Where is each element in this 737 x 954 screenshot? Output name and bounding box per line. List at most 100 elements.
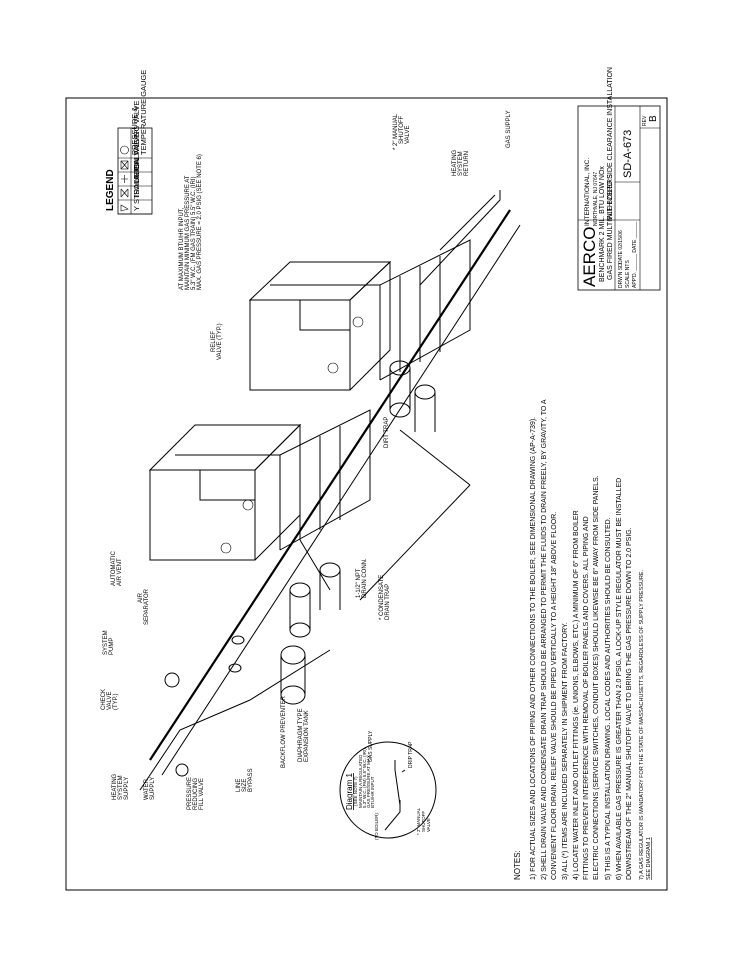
backflow-label: BACKFLOW PREVENTER [281, 695, 287, 768]
air-separator-label: AIR SEPARATOR [138, 588, 150, 625]
svg-text:DRW'N SD: DRW'N SD [618, 263, 624, 288]
svg-text:5.3" W.C. (FM) 5.5" W.C. (IRI): 5.3" W.C. (FM) 5.5" W.C. (IRI) [362, 748, 367, 808]
svg-text:2) SHELL DRAIN VALVE AND CONDE: 2) SHELL DRAIN VALVE AND CONDENSATE DRAI… [541, 399, 548, 880]
svg-text:6) WHEN AVAILABLE GAS PRESSURE: 6) WHEN AVAILABLE GAS PRESSURE IS GREATE… [616, 478, 623, 880]
svg-text:MAINTAIN A REGULATED: MAINTAIN A REGULATED [358, 754, 363, 808]
svg-text:(TYP.): (TYP.) [113, 693, 119, 710]
svg-text:LINE: LINE [236, 779, 242, 792]
svg-text:AIR: AIR [138, 592, 144, 603]
boiler-upper [248, 239, 471, 391]
svg-text:NORTHVALE, NJ 07647: NORTHVALE, NJ 07647 [593, 171, 599, 226]
dirt-trap-tanks [289, 360, 436, 638]
svg-text:SHUTOFF: SHUTOFF [399, 115, 405, 144]
dirt-trap-label: DIRT TRAP [384, 417, 390, 448]
svg-text:APP'D. ______ DATE ______: APP'D. ______ DATE ______ [632, 221, 638, 288]
svg-text:PUMP: PUMP [109, 638, 115, 655]
svg-text:(TO BOILER): (TO BOILER) [374, 813, 379, 840]
svg-text:SYSTEM: SYSTEM [458, 151, 464, 176]
svg-text:SEPARATOR: SEPARATOR [144, 588, 150, 625]
svg-text:BYPASS: BYPASS [248, 768, 254, 792]
gauge-icon [120, 145, 129, 155]
svg-text:MAINTAIN MINIMUM GAS PRESSURE: MAINTAIN MINIMUM GAS PRESSURE AT [185, 175, 191, 290]
svg-text:RELIEF: RELIEF [211, 331, 217, 352]
svg-text:* 2" MANUAL: * 2" MANUAL [416, 807, 421, 835]
svg-text:BENCHMARK 2 MIL. BTU LOW NOx: BENCHMARK 2 MIL. BTU LOW NOx [599, 166, 606, 282]
legend-label-balancing: BALANCING VALVE [132, 101, 141, 170]
notes: NOTES: 1) FOR ACTUAL SIZES AND LOCATIONS… [513, 399, 652, 880]
svg-text:DOWNSTREAM OF THE 2" MANUAL SH: DOWNSTREAM OF THE 2" MANUAL SHUTOFF VALV… [626, 527, 633, 880]
svg-text:AIR VENT: AIR VENT [117, 558, 123, 586]
legend: LEGEND Y STRAINER ISOLATION VALVE UNION … [105, 70, 153, 215]
legend-label-strainer: Y STRAINER [132, 166, 141, 211]
svg-text:* 2" MANUAL: * 2" MANUAL [393, 113, 399, 150]
svg-text:VALVE (TYP.): VALVE (TYP.) [217, 323, 223, 360]
max-input-note: AT MAXIMUM BTU/HR INPUT, MAINTAIN MINIMU… [179, 154, 203, 290]
svg-text:VALVE: VALVE [107, 692, 113, 710]
relief-valve-label: RELIEF VALVE (TYP.) [211, 323, 223, 360]
svg-text:BTU/HR INPUT: BTU/HR INPUT [370, 776, 375, 808]
svg-text:HEATING: HEATING [112, 773, 118, 800]
svg-text:DATE 02/15/06: DATE 02/15/06 [618, 230, 624, 264]
svg-text:SUPPLY: SUPPLY [150, 777, 156, 800]
company-logo-text: AERCO [580, 227, 599, 287]
heating-supply-label: HEATING SYSTEM SUPPLY [112, 773, 130, 800]
svg-text:RETURN: RETURN [464, 151, 470, 176]
gas-supply-label: GAS SUPPLY [506, 110, 512, 148]
svg-text:SUPPLY: SUPPLY [124, 777, 130, 800]
svg-text:VALVE: VALVE [426, 818, 431, 832]
legend-label-pressure: PRESSURE & [130, 107, 139, 155]
svg-text:REDUCING: REDUCING [193, 778, 199, 810]
water-supply-label: WATER SUPPLY [144, 777, 156, 800]
svg-text:DIAPHRAGM TYPE: DIAPHRAGM TYPE [298, 708, 304, 762]
notes-title: NOTES: [513, 850, 522, 880]
union-icon [121, 175, 128, 183]
title-block: AERCO INTERNATIONAL, INC. NORTHVALE, NJ … [577, 67, 661, 291]
svg-text:5) THIS IS A TYPICAL INSTALLAT: 5) THIS IS A TYPICAL INSTALLATION DRAWIN… [605, 517, 612, 880]
svg-text:7) A GAS REGULATOR IS MANDATOR: 7) A GAS REGULATOR IS MANDATORY FOR THE … [639, 570, 645, 880]
legend-label-union: UNION [132, 159, 141, 183]
svg-text:MAX. GAS PRESSURE = 2.0 PSIG (: MAX. GAS PRESSURE = 2.0 PSIG (SEE NOTE 6… [197, 154, 203, 290]
sheet-border [65, 97, 668, 891]
boiler-lower [148, 409, 371, 561]
prv-label: PRESSURE REDUCING FILL VALVE [187, 777, 205, 810]
svg-text:GAS FIRED MULTIPLE BOILERS: GAS FIRED MULTIPLE BOILERS [607, 174, 614, 280]
diagram-1: Diagram 1 (SEE NOTE 7) MAINTAIN A REGULA… [339, 730, 437, 840]
svg-text:FILL VALVE: FILL VALVE [199, 778, 205, 810]
svg-text:DRIP TRAP: DRIP TRAP [408, 741, 414, 768]
air-vent-label: AUTOMATIC AIR VENT [111, 551, 123, 586]
revision-letter: B [648, 115, 659, 122]
expansion-tank-label: DIAPHRAGM TYPE EXPANSION TANK [298, 708, 310, 762]
svg-text:3) ALL (*) ITEMS ARE INCLUDED: 3) ALL (*) ITEMS ARE INCLUDED SEPARATELY… [562, 622, 569, 880]
svg-text:AT MAXIMUM BTU/HR INPUT,: AT MAXIMUM BTU/HR INPUT, [179, 207, 185, 290]
svg-text:4) LOCATE WATER INLET AND OUTL: 4) LOCATE WATER INLET AND OUTLET FITTING… [573, 510, 580, 880]
svg-text:GAS PRESSURE AT MAX: GAS PRESSURE AT MAX [366, 755, 371, 808]
svg-text:1) FOR ACTUAL SIZES AND LOCATI: 1) FOR ACTUAL SIZES AND LOCATIONS OF PIP… [530, 417, 537, 880]
svg-text:5.3" W.C. (FM GAS TRAIN) 5.5": 5.3" W.C. (FM GAS TRAIN) 5.5" W.C. (IRI) [191, 177, 197, 291]
svg-text:SYSTEM: SYSTEM [118, 775, 124, 800]
svg-text:SHUTOFF: SHUTOFF [421, 811, 426, 832]
svg-text:PRESSURE: PRESSURE [187, 777, 193, 810]
svg-text:SYSTEM: SYSTEM [103, 630, 109, 655]
drawing-number: SD-A-673 [622, 130, 634, 178]
diagram-1-title: Diagram 1 [345, 773, 354, 810]
svg-text:* CONDENSATE: * CONDENSATE [379, 575, 385, 620]
svg-text:SEE DIAGRAM 1: SEE DIAGRAM 1 [646, 837, 652, 880]
legend-title: LEGEND [105, 169, 116, 211]
svg-text:VALVE: VALVE [405, 126, 411, 144]
svg-text:CONVENIENT FLOOR DRAIN. RELIEF: CONVENIENT FLOOR DRAIN. RELIEF VALVE SHO… [551, 512, 558, 880]
legend-label-temperature: TEMPERATURE GAUGE [139, 70, 148, 155]
svg-text:AUTOMATIC: AUTOMATIC [111, 551, 117, 586]
system-pump-label: SYSTEM PUMP [103, 630, 115, 655]
svg-text:INTERNATIONAL, INC.: INTERNATIONAL, INC. [584, 158, 591, 226]
drain-conn-label: 1-1/2" NPT DRAIN CONN. [356, 558, 368, 598]
expansion-tank [280, 645, 306, 705]
svg-text:REV: REV [642, 115, 648, 126]
condensate-trap-label: * CONDENSATE DRAIN TRAP [379, 575, 391, 620]
rotated-drawing: LEGEND Y STRAINER ISOLATION VALVE UNION … [101, 67, 661, 880]
piping-headers [139, 190, 521, 791]
svg-text:SCALE NTS: SCALE NTS [625, 260, 631, 288]
legend-label-isolation: ISOLATION VALVE [132, 132, 141, 197]
svg-text:DRAIN TRAP: DRAIN TRAP [385, 584, 391, 620]
svg-text:WITH ZERO SIDE CLEARANCE INSTA: WITH ZERO SIDE CLEARANCE INSTALLATION [607, 67, 614, 220]
